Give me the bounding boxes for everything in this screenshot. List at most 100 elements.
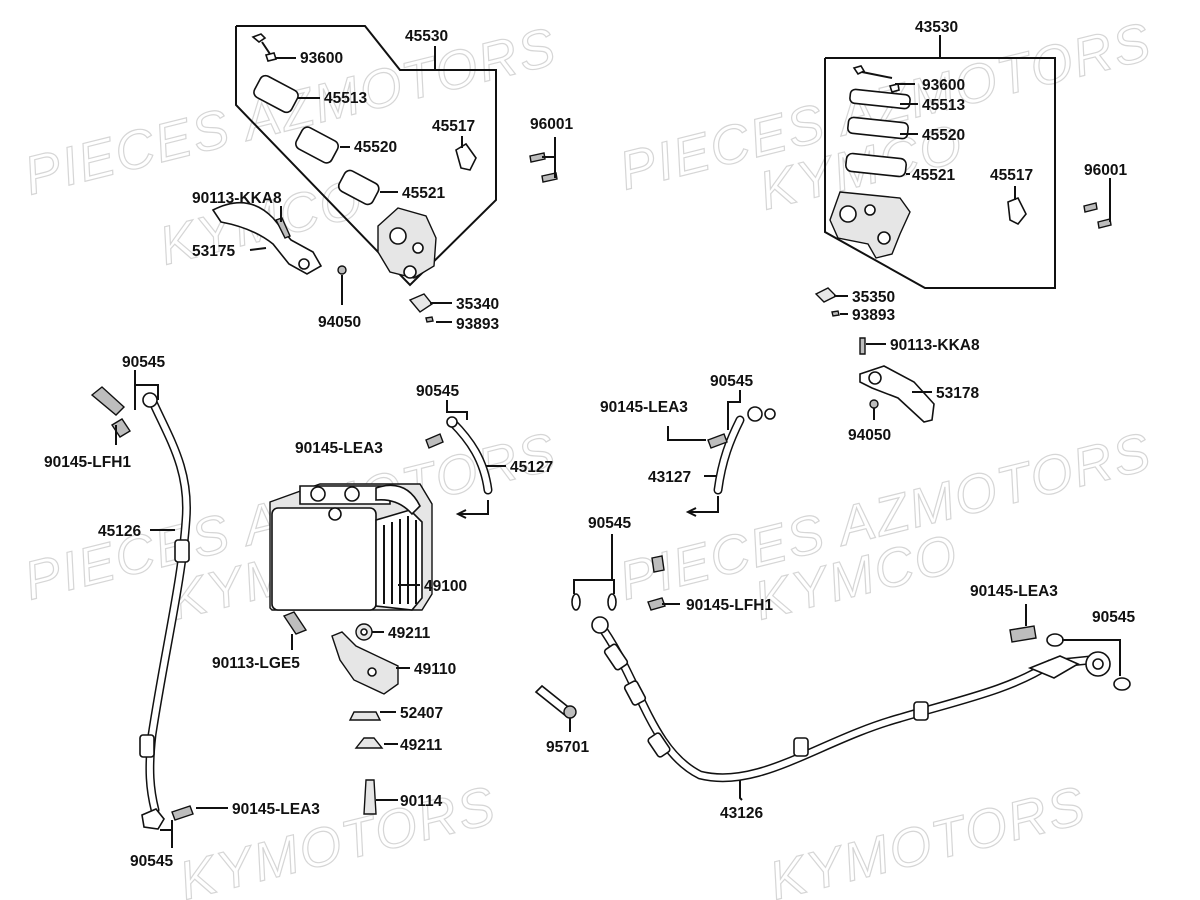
part-number-label: 45127: [510, 459, 553, 476]
banjo-bolt-90145-LEA3-abs: [425, 433, 444, 449]
part-number-label: 45126: [98, 523, 141, 540]
part-number-label: 53175: [192, 243, 235, 260]
clamp-45517-right: [1007, 196, 1027, 226]
banjo-bolt-90145-LEA3-mid: [707, 433, 728, 449]
part-number-label: 96001: [530, 116, 573, 133]
screw-93893-left: [425, 316, 434, 323]
part-number-label: 90545: [122, 354, 165, 371]
diaphragm-45521-right: [845, 152, 907, 178]
part-number-label: 43126: [720, 805, 763, 822]
diaphragm-plate-45520-right: [847, 116, 909, 140]
screw-93600-right: [852, 65, 900, 93]
part-number-label: 49110: [414, 661, 456, 678]
bracket-35340: [408, 293, 434, 313]
part-number-label: 45520: [922, 127, 965, 144]
master-cylinder-body-left: [377, 207, 437, 279]
bolt-90113-LGE5: [282, 611, 308, 635]
watermark-text: KYMOTORS: [173, 775, 502, 900]
bolts-96001-right: [1083, 202, 1112, 229]
leader-line: [739, 780, 743, 801]
nut-94050-left: [337, 265, 347, 275]
part-number-label: 93600: [300, 50, 343, 67]
part-number-label: 90113-KKA8: [192, 190, 282, 207]
right-master-cylinder-group: [814, 35, 1112, 423]
leader-line: [135, 384, 159, 400]
part-number-label: 90113-KKA8: [890, 337, 980, 354]
leader-line: [573, 579, 615, 594]
part-labels: 45530 93600 45513 45517 45520 45521 9600…: [44, 19, 1135, 870]
part-number-label: 45521: [912, 167, 955, 184]
part-number-label: 45517: [432, 118, 475, 135]
screw-93893-right: [831, 310, 840, 317]
part-number-label: 43127: [648, 469, 691, 486]
abs-connector-fins: [383, 516, 417, 604]
leader-line: [667, 426, 706, 441]
leader-line: [446, 400, 468, 420]
nut-94050-right: [869, 399, 879, 409]
part-number-label: 90145-LEA3: [232, 801, 320, 818]
part-number-label: 35340: [456, 296, 499, 313]
banjo-bolt-90145-LFH1-left: [90, 386, 131, 438]
part-number-label: 90114: [400, 793, 443, 810]
watermark-text: KYMOTORS: [763, 775, 1092, 900]
brake-hose-43127: [713, 406, 776, 495]
leader-line: [690, 496, 719, 513]
kit-frame-43530: [824, 57, 1056, 289]
part-number-label: 93893: [852, 307, 895, 324]
part-number-label: 93600: [922, 77, 965, 94]
leader-line: [249, 247, 267, 251]
part-number-label: 45513: [324, 90, 367, 107]
clamp-45517-left: [455, 142, 477, 171]
collar-90114: [363, 779, 377, 815]
part-number-label: 45520: [354, 139, 397, 156]
bolt-90113-KKA8-right: [859, 337, 866, 355]
bracket-49110: [331, 631, 399, 695]
front-brake-hose-45126: [139, 392, 192, 830]
part-number-label: 52407: [400, 705, 443, 722]
part-number-label: 90545: [1092, 609, 1135, 626]
bolts-96001-left: [529, 152, 558, 183]
part-number-label: 90145-LFH1: [44, 454, 131, 471]
master-cylinder-body-right: [829, 191, 911, 259]
part-number-label: 45530: [405, 28, 448, 45]
banjo-fitting: [141, 808, 165, 830]
diaphragm-45521-left: [337, 169, 380, 206]
rear-brake-hose-43126: [591, 616, 1111, 783]
part-number-label: 94050: [848, 427, 891, 444]
brake-hose-45127: [446, 416, 493, 495]
reservoir-cap-45513-right: [849, 88, 911, 110]
leader-line: [1062, 639, 1121, 676]
arrow-head: [685, 507, 697, 517]
part-number-label: 95701: [546, 739, 589, 756]
part-number-label: 96001: [1084, 162, 1127, 179]
part-number-label: 90145-LEA3: [295, 440, 383, 457]
part-number-label: 49211: [400, 737, 443, 754]
leader-line: [460, 500, 489, 515]
part-number-label: 90545: [588, 515, 631, 532]
part-number-label: 45521: [402, 185, 445, 202]
part-number-label: 90113-LGE5: [212, 655, 300, 672]
banjo-bolt-90145-LEA3-left: [171, 805, 194, 821]
washers-90545-rear: [1046, 633, 1131, 691]
part-number-label: 53178: [936, 385, 979, 402]
banjo-bolt-90145-LEA3-rear: [1009, 625, 1037, 643]
banjo-bolt-90145-LFH1-rear: [647, 555, 666, 611]
diaphragm-plate-45520-left: [295, 126, 339, 164]
hose-sleeve: [174, 539, 190, 563]
brake-lever-53178: [859, 365, 935, 423]
part-number-label: 94050: [318, 314, 361, 331]
part-number-label: 93893: [456, 316, 499, 333]
part-number-label: 35350: [852, 289, 895, 306]
part-number-label: 90145-LEA3: [600, 399, 688, 416]
abs-modulator-49100: [269, 483, 433, 611]
screw-93600-left: [251, 33, 278, 62]
kit-frame-45530: [235, 25, 497, 287]
part-number-label: 90545: [710, 373, 753, 390]
bolt-95701: [534, 684, 577, 719]
bracket-35350: [814, 287, 838, 303]
part-number-label: 90145-LEA3: [970, 583, 1058, 600]
part-number-label: 90545: [416, 383, 459, 400]
part-number-label: 43530: [915, 19, 958, 36]
part-number-label: 90145-LFH1: [686, 597, 773, 614]
